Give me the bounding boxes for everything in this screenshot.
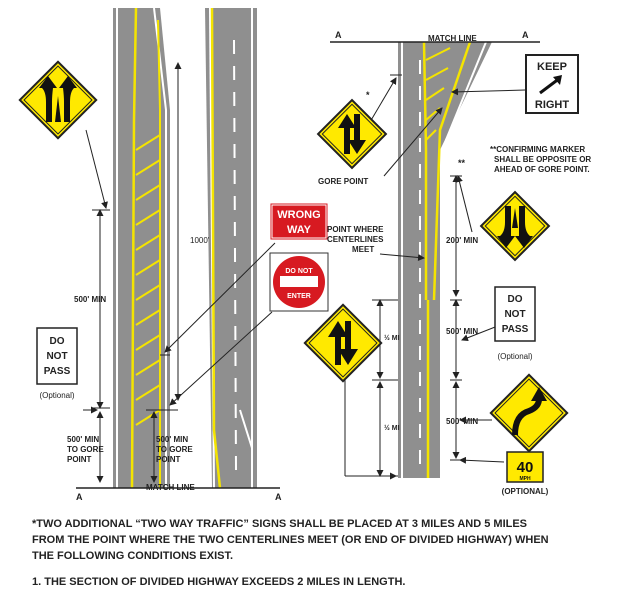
divided-highway-ends-sign <box>479 190 551 262</box>
left-roadway-1 <box>113 7 170 489</box>
confirming-note-3: AHEAD OF GORE POINT. <box>494 165 590 174</box>
dist-500-min-label: 500' MIN <box>74 295 106 304</box>
left-dimension-lines <box>76 62 280 489</box>
note-line-3: THE FOLLOWING CONDITIONS EXIST. <box>32 550 234 562</box>
merge-arrow-left-icon <box>497 206 515 248</box>
keep-right-line2: RIGHT <box>535 99 570 111</box>
do-not-enter-line2: ENTER <box>287 293 311 300</box>
confirming-note-2: SHALL BE OPPOSITE OR <box>494 155 591 164</box>
gore-dist-right-3: POINT <box>156 455 181 464</box>
gore-point-label: GORE POINT <box>318 177 368 186</box>
keep-right-line1: KEEP <box>537 61 567 73</box>
dist-500-min-right-2: 500' MIN <box>446 417 478 426</box>
speed-optional-label: (OPTIONAL) <box>502 487 549 496</box>
match-line-bottom: MATCH LINE <box>146 483 195 492</box>
divided-highway-sign <box>18 60 98 140</box>
right-roadway <box>398 41 492 478</box>
section-a-top-right: A <box>522 30 529 40</box>
dist-200-min-label: 200' MIN <box>446 236 478 245</box>
two-way-traffic-sign-lower <box>303 303 383 383</box>
centerlines-label-2: CENTERLINES <box>327 235 384 244</box>
do-not-pass-right-line2: NOT <box>504 309 525 320</box>
do-not-pass-sign-right: DO NOT PASS <box>494 286 536 342</box>
optional-label-right: (Optional) <box>497 352 532 361</box>
do-not-pass-right-line3: PASS <box>502 324 529 335</box>
optional-label-left: (Optional) <box>39 391 74 400</box>
do-not-pass-right-line1: DO <box>508 294 523 305</box>
asterisk-label: * <box>366 90 370 100</box>
curve-arrow-icon <box>512 398 542 436</box>
left-roadway-2 <box>205 7 257 489</box>
arrow-up-icon <box>328 321 348 365</box>
centerlines-label-3: MEET <box>352 245 374 254</box>
gore-dist-right-2: TO GORE <box>156 445 193 454</box>
section-a-bottom-right: A <box>275 492 282 502</box>
arrow-down-icon <box>338 321 358 365</box>
dist-1000-label: 1000' <box>190 236 210 245</box>
wrong-way-line1: WRONG <box>277 209 320 221</box>
centerlines-label-1: POINT WHERE <box>327 225 384 234</box>
half-mile-label-2: ½ MI <box>384 424 400 432</box>
speed-unit: MPH <box>519 476 531 482</box>
half-mile-label-1: ½ MI <box>384 334 400 342</box>
match-line-top: MATCH LINE <box>428 34 477 43</box>
do-not-pass-sign-left: DO NOT PASS <box>36 327 78 385</box>
two-way-traffic-sign-upper <box>316 98 388 170</box>
speed-value: 40 <box>517 459 534 476</box>
gore-dist-left-1: 500' MIN <box>67 435 99 444</box>
divided-arrow-left-icon <box>39 76 57 122</box>
confirming-note-1: **CONFIRMING MARKER <box>490 145 585 154</box>
note-line-2: FROM THE POINT WHERE THE TWO CENTERLINES… <box>32 534 549 546</box>
wrong-way-sign: WRONG WAY <box>269 202 329 241</box>
note-line-1: *TWO ADDITIONAL “TWO WAY TRAFFIC” SIGNS … <box>32 518 528 530</box>
do-not-enter-line1: DO NOT <box>285 268 313 275</box>
section-a-bottom-left: A <box>76 492 83 502</box>
section-a-top-left: A <box>335 30 342 40</box>
right-dimension-lines <box>330 41 540 480</box>
divided-arrow-right-icon <box>59 76 77 122</box>
curve-warning-sign <box>489 373 569 453</box>
note-item-1: 1. THE SECTION OF DIVIDED HIGHWAY EXCEED… <box>32 576 406 588</box>
do-not-enter-sign: DO NOT ENTER <box>269 252 329 312</box>
gore-dist-left-3: POINT <box>67 455 92 464</box>
double-asterisk-label: ** <box>458 158 466 168</box>
wrong-way-line2: WAY <box>287 224 312 236</box>
dist-500-min-right-1: 500' MIN <box>446 327 478 336</box>
keep-right-sign: KEEP RIGHT <box>525 54 579 114</box>
right-median-gap <box>446 42 520 478</box>
arrow-up-icon <box>338 114 356 154</box>
merge-arrow-right-icon <box>515 206 533 248</box>
do-not-pass-left-line2: NOT <box>46 351 67 362</box>
speed-advisory-plaque: 40 MPH <box>506 451 544 483</box>
gore-dist-left-2: TO GORE <box>67 445 104 454</box>
do-not-pass-left-line1: DO <box>50 336 65 347</box>
arrow-down-icon <box>348 114 366 154</box>
do-not-pass-left-line3: PASS <box>44 366 71 377</box>
gore-dist-right-1: 500' MIN <box>156 435 188 444</box>
